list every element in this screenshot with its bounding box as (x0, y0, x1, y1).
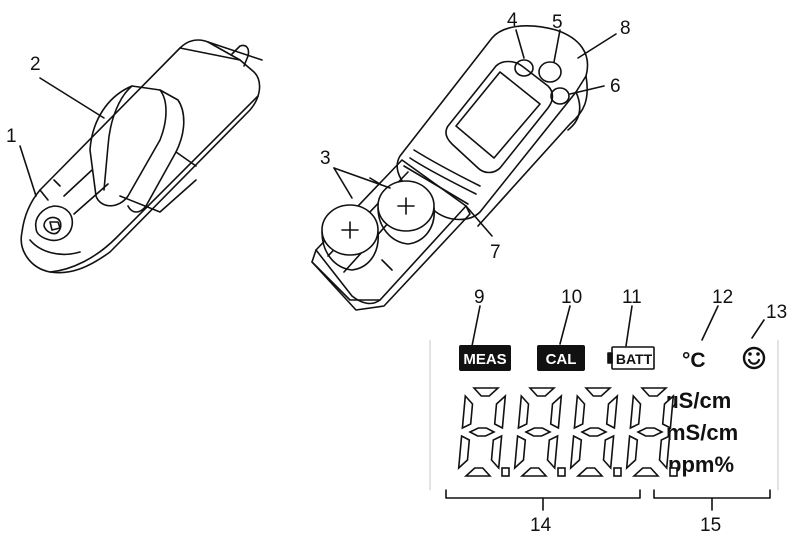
leader-7 (465, 205, 493, 237)
digit-2-segment-7 (524, 427, 552, 437)
callout-15: 15 (700, 515, 721, 535)
leader-5 (553, 29, 561, 63)
digit-1-segment-2 (493, 394, 507, 430)
smiley-icon (742, 346, 766, 370)
leader-2 (39, 77, 105, 119)
callout-2: 2 (30, 54, 41, 75)
digit-3-segment-1 (584, 387, 613, 397)
callout-9: 9 (474, 287, 485, 308)
digit-2-segment-6 (517, 394, 530, 430)
callout-7: 7 (490, 242, 501, 263)
digit-3-decimal-point (613, 467, 622, 477)
leader-11 (625, 305, 633, 347)
digit-4-segment-4 (631, 467, 660, 477)
callout-5: 5 (552, 12, 563, 33)
digit-1-segment-4 (463, 467, 492, 477)
bracket-15 (653, 489, 771, 499)
callout-6: 6 (610, 76, 621, 97)
sensor-cover-drawing (20, 39, 263, 274)
digit-1-segment-5 (457, 434, 471, 470)
lcd-panel (429, 305, 779, 511)
callout-10: 10 (561, 287, 582, 308)
leader-3b (333, 167, 391, 189)
leader-4 (515, 29, 525, 59)
leader-9 (471, 305, 481, 347)
digit-2-segment-4 (519, 467, 548, 477)
seven-segment-digits (457, 387, 678, 477)
cal-indicator: CAL (546, 351, 577, 368)
temperature-unit: °C (682, 349, 706, 372)
leader-10 (559, 305, 571, 345)
digit-2-segment-1 (528, 387, 557, 397)
callout-3: 3 (320, 148, 331, 169)
digit-1-segment-3 (490, 434, 503, 470)
digit-2-segment-3 (546, 434, 559, 470)
callout-8: 8 (620, 18, 631, 39)
bracket-14 (445, 489, 641, 499)
digit-4-decimal-point (669, 467, 678, 477)
digit-3-segment-5 (569, 434, 583, 470)
callout-4: 4 (507, 10, 518, 31)
callout-1: 1 (6, 126, 17, 147)
digit-4-segment-1 (640, 387, 669, 397)
callout-13: 13 (766, 302, 787, 323)
digit-4-segment-3 (658, 434, 671, 470)
digit-3-segment-4 (575, 467, 604, 477)
digit-3-segment-7 (580, 427, 608, 437)
cal-indicator-bg (537, 345, 585, 371)
digit-2-decimal-point (557, 467, 566, 477)
leader-3a (333, 167, 353, 199)
digit-4-segment-2 (661, 394, 675, 430)
digit-1-segment-7 (468, 427, 496, 437)
meas-indicator-bg (459, 345, 511, 371)
callout-14: 14 (530, 515, 552, 535)
digit-2-segment-5 (513, 434, 527, 470)
leader-12 (701, 305, 719, 341)
callout-11: 11 (622, 287, 642, 308)
unit-microsiemens: µS/cm (666, 388, 731, 413)
digit-2-segment-2 (549, 394, 563, 430)
unit-ppm-percent: ppm% (668, 452, 734, 477)
leader-8 (577, 33, 617, 59)
meas-indicator: MEAS (463, 351, 506, 368)
callout-12: 12 (712, 287, 733, 308)
digit-1-decimal-point (501, 467, 510, 477)
digit-4-segment-7 (636, 427, 664, 437)
leader-13 (751, 319, 765, 339)
digit-4-segment-6 (629, 394, 642, 430)
batt-indicator: BATT (616, 351, 653, 367)
digit-3-segment-2 (605, 394, 619, 430)
meter-body-drawing (311, 25, 589, 311)
digit-4-segment-5 (625, 434, 639, 470)
unit-millisiemens: mS/cm (666, 420, 738, 445)
leader-1 (19, 145, 37, 197)
digit-3-segment-3 (602, 434, 615, 470)
leader-6 (569, 85, 605, 95)
digit-3-segment-6 (573, 394, 586, 430)
digit-1-segment-1 (472, 387, 501, 397)
digit-1-segment-6 (461, 394, 474, 430)
